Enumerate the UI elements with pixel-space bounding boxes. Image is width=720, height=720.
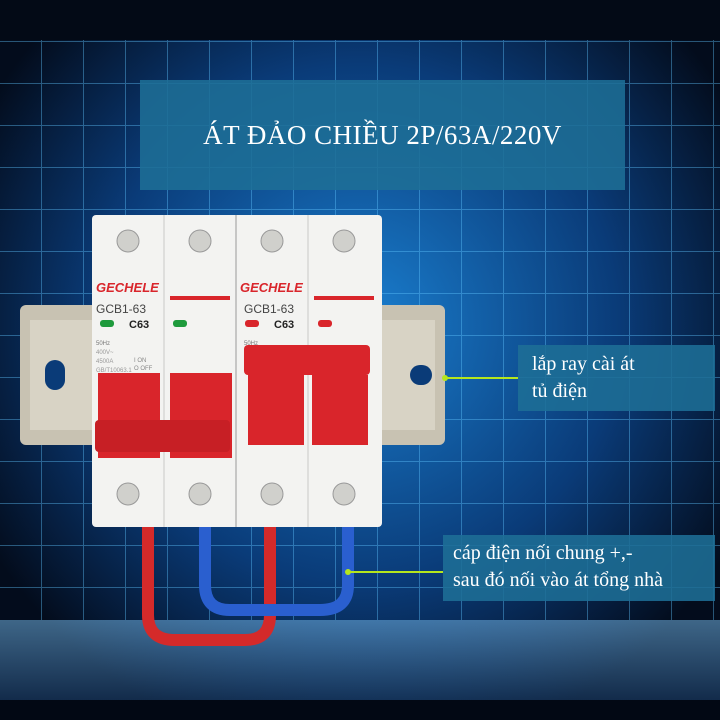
cable-annotation-line: sau đó nối vào át tổng nhà bbox=[453, 569, 663, 591]
breaker-1-off-mark: O OFF bbox=[134, 366, 153, 372]
breaker-1-rating: C63 bbox=[129, 319, 149, 331]
breaker-1-spec: 50Hz bbox=[96, 341, 110, 347]
blue-cable bbox=[199, 520, 354, 616]
breaker-1-brand: GECHELE bbox=[96, 280, 159, 295]
cable-annotation: cáp điện nối chung +,- sau đó nối vào át… bbox=[443, 535, 715, 601]
rail-annotation-line: tủ điện bbox=[532, 380, 587, 402]
breaker-1-model: GCB1-63 bbox=[96, 302, 146, 316]
breaker-1-spec: GB/T10063.1 bbox=[96, 368, 132, 374]
breaker-2-rating: C63 bbox=[274, 319, 294, 331]
breaker-body bbox=[92, 215, 382, 527]
rail-annotation-line: lắp ray cài át bbox=[532, 353, 635, 375]
page-title: ÁT ĐẢO CHIỀU 2P/63A/220V bbox=[203, 119, 562, 150]
breaker-1-spec: 400V~ bbox=[96, 350, 114, 356]
title-banner: ÁT ĐẢO CHIỀU 2P/63A/220V bbox=[140, 80, 625, 190]
cable-annotation-line: cáp điện nối chung +,- bbox=[453, 542, 633, 564]
breaker-1-spec: 4500A bbox=[96, 359, 113, 365]
red-cable bbox=[142, 520, 276, 646]
breaker-1-on-mark: I ON bbox=[134, 358, 146, 364]
breaker-2-spec: 50Hz bbox=[244, 341, 258, 347]
breaker-2-model: GCB1-63 bbox=[244, 302, 294, 316]
rail-annotation: lắp ray cài át tủ điện bbox=[518, 345, 715, 411]
breaker-2-brand: GECHELE bbox=[240, 280, 303, 295]
